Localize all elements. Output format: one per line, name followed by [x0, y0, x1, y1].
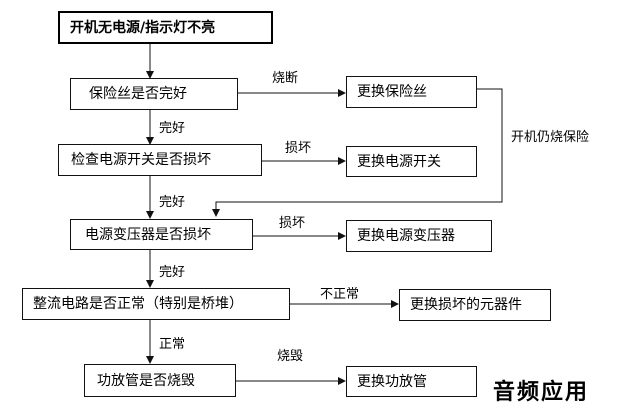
replace-transformer-label: 更换电源变压器	[357, 228, 455, 244]
check-transformer-box: 电源变压器是否损坏	[70, 219, 253, 250]
check-fuse-box: 保险丝是否完好	[70, 78, 238, 110]
brand-text: 音频应用	[493, 380, 590, 405]
replace-parts-label: 更换损坏的元器件	[410, 297, 522, 313]
check-switch-label: 检查电源开关是否损坏	[71, 152, 211, 168]
check-amp-label: 功放管是否烧毁	[97, 372, 195, 389]
replace-transformer-box: 更换电源变压器	[346, 220, 492, 252]
check-rectifier-label: 整流电路是否正常（特别是桥堆）	[33, 296, 243, 312]
replace-fuse-box: 更换保险丝	[346, 76, 477, 108]
check-switch-box: 检查电源开关是否损坏	[58, 144, 262, 176]
pass-label-rectifier: 正常	[159, 337, 186, 352]
replace-parts-box: 更换损坏的元器件	[399, 289, 551, 321]
start-label: 开机无电源/指示灯不亮	[70, 19, 216, 36]
loop-label: 开机仍烧保险	[511, 130, 590, 145]
check-rectifier-box: 整流电路是否正常（特别是桥堆）	[22, 288, 290, 320]
arrow-loop-back	[212, 88, 503, 217]
fail-label-amp: 烧毁	[277, 349, 304, 364]
fail-label-rectifier: 不正常	[320, 287, 360, 302]
replace-switch-label: 更换电源开关	[357, 153, 441, 170]
check-transformer-label: 电源变压器是否损坏	[85, 226, 211, 243]
check-fuse-label: 保险丝是否完好	[89, 86, 187, 102]
pass-label-fuse: 完好	[159, 121, 186, 136]
replace-amp-label: 更换功放管	[357, 373, 427, 390]
check-amp-box: 功放管是否烧毁	[84, 364, 236, 397]
fail-label-fuse: 烧断	[272, 71, 299, 86]
replace-amp-box: 更换功放管	[346, 366, 477, 397]
fail-label-transformer: 损坏	[279, 216, 306, 231]
fail-label-switch: 损坏	[285, 141, 312, 156]
pass-label-switch: 完好	[159, 195, 186, 210]
pass-label-transformer: 完好	[159, 265, 186, 280]
replace-fuse-label: 更换保险丝	[357, 84, 427, 100]
start-box: 开机无电源/指示灯不亮	[58, 11, 273, 44]
replace-switch-box: 更换电源开关	[346, 146, 477, 177]
